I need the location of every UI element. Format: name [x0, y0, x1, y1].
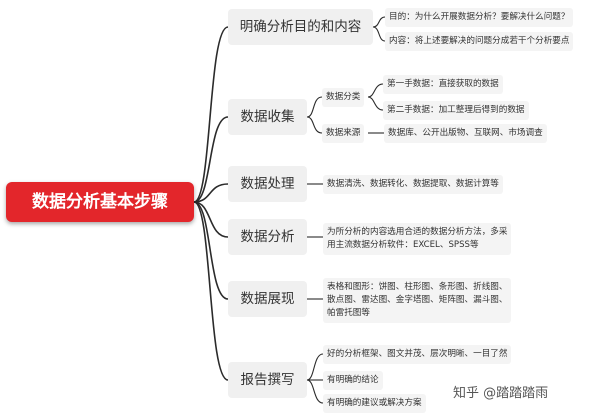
report-item-conclusion: 有明确的结论 [323, 371, 383, 390]
branch-collect: 数据收集 [228, 99, 307, 135]
visualize-text: 表格和图形：饼图、柱形图、条形图、折线图、 散点图、雷达图、金字塔图、矩阵图、漏… [323, 278, 512, 323]
connector-b1-i2 [372, 26, 386, 42]
branch-goal: 明确分析目的和内容 [228, 9, 373, 45]
collect-group-category: 数据分类 [322, 88, 365, 107]
collect-category-second: 第二手数据：加工整理后得到的数据 [383, 101, 529, 120]
connector-root-b6 [193, 201, 229, 381]
collect-category-first: 第一手数据：直接获取的数据 [383, 75, 503, 94]
branch-visualize: 数据展现 [228, 281, 307, 317]
connector-root-b3 [193, 183, 229, 203]
collect-source-item: 数据库、公开出版物、互联网、市场调查 [384, 124, 547, 143]
branch-report: 报告撰写 [228, 362, 307, 398]
connector-root-b4 [193, 201, 229, 238]
connector-b2-g2 [306, 116, 323, 134]
branch-goal-item-purpose: 目的：为什么开展数据分析？要解决什么问题？ [385, 8, 574, 27]
visualize-text-line-2: 散点图、雷达图、金字塔图、矩阵图、漏斗图、 [327, 295, 508, 305]
root-node: 数据分析基本步骤 [6, 182, 194, 222]
connector-b2-g1 [306, 96, 323, 118]
branch-process: 数据处理 [228, 166, 307, 202]
watermark: 知乎 @踏踏踏雨 [453, 386, 549, 401]
connector-b1-i1 [372, 16, 386, 28]
process-item: 数据清洗、数据转化、数据提取、数据计算等 [323, 175, 503, 194]
visualize-text-line-3: 帕雷托图等 [327, 308, 370, 318]
collect-group-source: 数据来源 [322, 124, 365, 143]
analysis-text-line-1: 为所分析的内容选用合适的数据分析方法，多采 [327, 227, 508, 237]
connector-root-b1 [193, 26, 229, 203]
connector-root-b5 [193, 201, 229, 300]
connector-g1-i1 [367, 83, 384, 98]
connector-b6-i1 [306, 353, 324, 381]
connector-g1-i2 [367, 96, 384, 111]
branch-goal-item-content: 内容：将上述要解决的问题分成若干个分析要点 [385, 32, 574, 51]
connector-root-b2 [193, 116, 229, 203]
branch-analysis: 数据分析 [228, 219, 307, 255]
visualize-text-line-1: 表格和图形：饼图、柱形图、条形图、折线图、 [327, 282, 508, 292]
analysis-text: 为所分析的内容选用合适的数据分析方法，多采 用主流数据分析软件：EXCEL、SP… [323, 223, 512, 255]
connector-b6-i3 [306, 379, 324, 404]
analysis-text-line-2: 用主流数据分析软件：EXCEL、SPSS等 [327, 240, 479, 250]
report-item-framework: 好的分析框架、图文并茂、层次明晰、一目了然 [323, 345, 512, 364]
report-item-suggestion: 有明确的建议或解决方案 [323, 394, 426, 413]
